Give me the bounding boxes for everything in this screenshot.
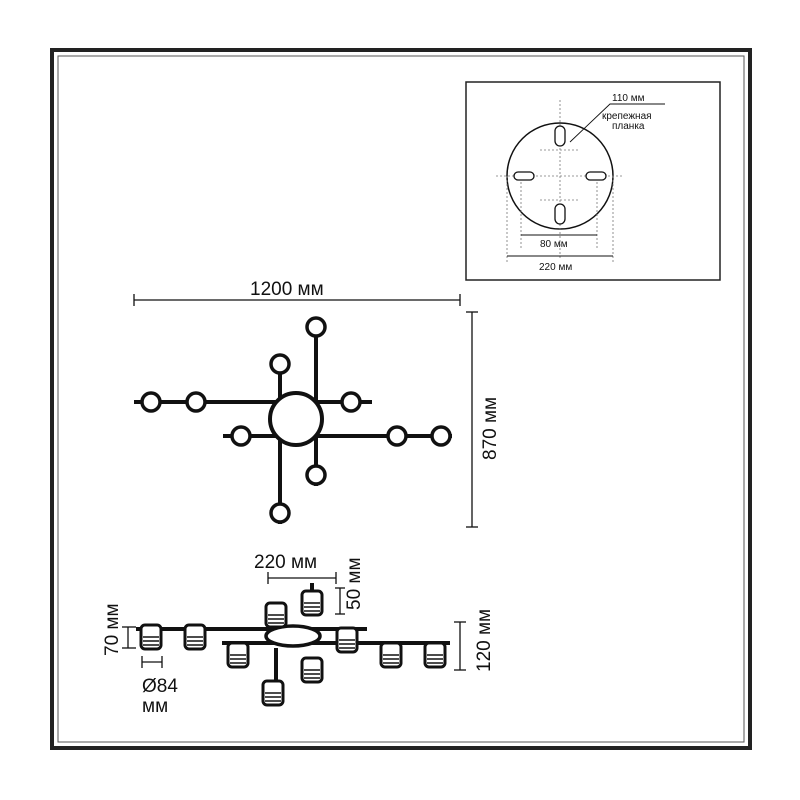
shade-diameter-label: Ø84: [142, 676, 178, 697]
mount-plate-caption-line2: планка: [612, 121, 645, 132]
stem-height-label: 50 мм: [344, 557, 365, 610]
inner-width-label: 80 мм: [540, 239, 568, 250]
outer-width-label: 220 мм: [539, 262, 572, 273]
mounting-plate-inset: 110 мм крепежная планка 80 мм 220 мм: [465, 81, 721, 281]
height-dimension-label: 870 мм: [480, 397, 501, 460]
lamp-heads-top-view: [140, 316, 452, 524]
canopy-width-label: 220 мм: [254, 552, 317, 573]
side-view: 220 мм 50 мм 70 мм 120 мм Ø84 мм: [102, 552, 495, 717]
shade-diameter-unit: мм: [142, 696, 168, 717]
total-height-label: 120 мм: [474, 609, 495, 672]
width-dimension-label: 1200 мм: [250, 279, 324, 300]
drawing-frame: [50, 48, 752, 750]
lamp-shades-side-view: [139, 589, 447, 707]
shade-height-label: 70 мм: [102, 603, 123, 656]
canopy-side-view: [264, 624, 322, 648]
canopy-top-view: [268, 391, 324, 447]
mount-plate-length-label: 110 мм: [612, 93, 645, 104]
mount-plate-caption-line1: крепежная: [602, 111, 652, 122]
top-view: 1200 мм 870 мм: [133, 279, 501, 528]
mounting-slots: [513, 125, 607, 225]
